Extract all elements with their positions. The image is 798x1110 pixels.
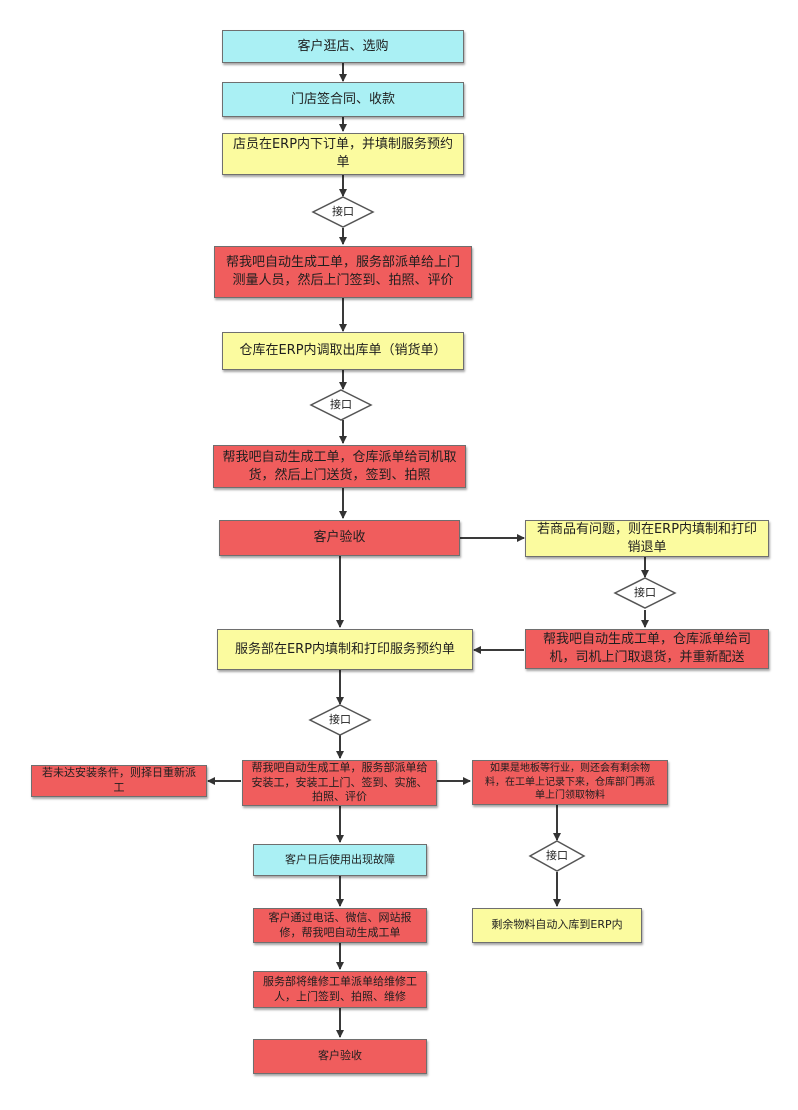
interface-diamond-5	[528, 840, 586, 872]
node-customer-fault: 客户日后使用出现故障	[253, 844, 427, 876]
node-materials-inbound: 剩余物料自动入库到ERP内	[472, 908, 642, 943]
interface-label-5: 接口	[546, 849, 568, 862]
node-return-note: 若商品有问题，则在ERP内填制和打印销退单	[525, 520, 769, 557]
node-final-acceptance: 客户验收	[253, 1039, 427, 1074]
node-remaining-materials: 如果是地板等行业，则还会有剩余物料，在工单上记录下来，仓库部门再派单上门领取物料	[472, 760, 668, 805]
node-repair-dispatch: 服务部将维修工单派单给维修工人，上门签到、拍照、维修	[253, 971, 427, 1008]
node-clerk-order: 店员在ERP内下订单，并填制服务预约单	[222, 133, 464, 175]
node-install-workorder: 帮我吧自动生成工单，服务部派单给安装工，安装工上门、签到、实施、拍照、评价	[242, 760, 437, 806]
interface-diamond-3	[613, 577, 677, 609]
node-repair-request: 客户通过电话、微信、网站报修，帮我吧自动生成工单	[253, 908, 427, 943]
node-service-appointment: 服务部在ERP内填制和打印服务预约单	[217, 629, 473, 670]
node-store-contract: 门店签合同、收款	[222, 82, 464, 117]
node-customer-acceptance: 客户验收	[219, 520, 460, 556]
interface-label-3: 接口	[634, 586, 656, 599]
interface-label-2: 接口	[330, 398, 352, 411]
interface-label-4: 接口	[329, 713, 351, 726]
node-delivery-workorder: 帮我吧自动生成工单，仓库派单给司机取货，然后上门送货，签到、拍照	[213, 445, 466, 488]
interface-diamond-2	[309, 389, 373, 421]
node-return-workorder: 帮我吧自动生成工单，仓库派单给司机，司机上门取退货，并重新配送	[525, 629, 769, 669]
node-measure-workorder: 帮我吧自动生成工单，服务部派单给上门测量人员，然后上门签到、拍照、评价	[214, 246, 472, 298]
node-customer-shopping: 客户逛店、选购	[222, 30, 464, 63]
interface-diamond-1	[311, 196, 375, 228]
node-warehouse-outbound: 仓库在ERP内调取出库单（销货单）	[222, 332, 464, 370]
interface-label-1: 接口	[332, 205, 354, 218]
node-reschedule: 若未达安装条件，则择日重新派工	[31, 765, 207, 797]
interface-diamond-4	[308, 704, 372, 736]
